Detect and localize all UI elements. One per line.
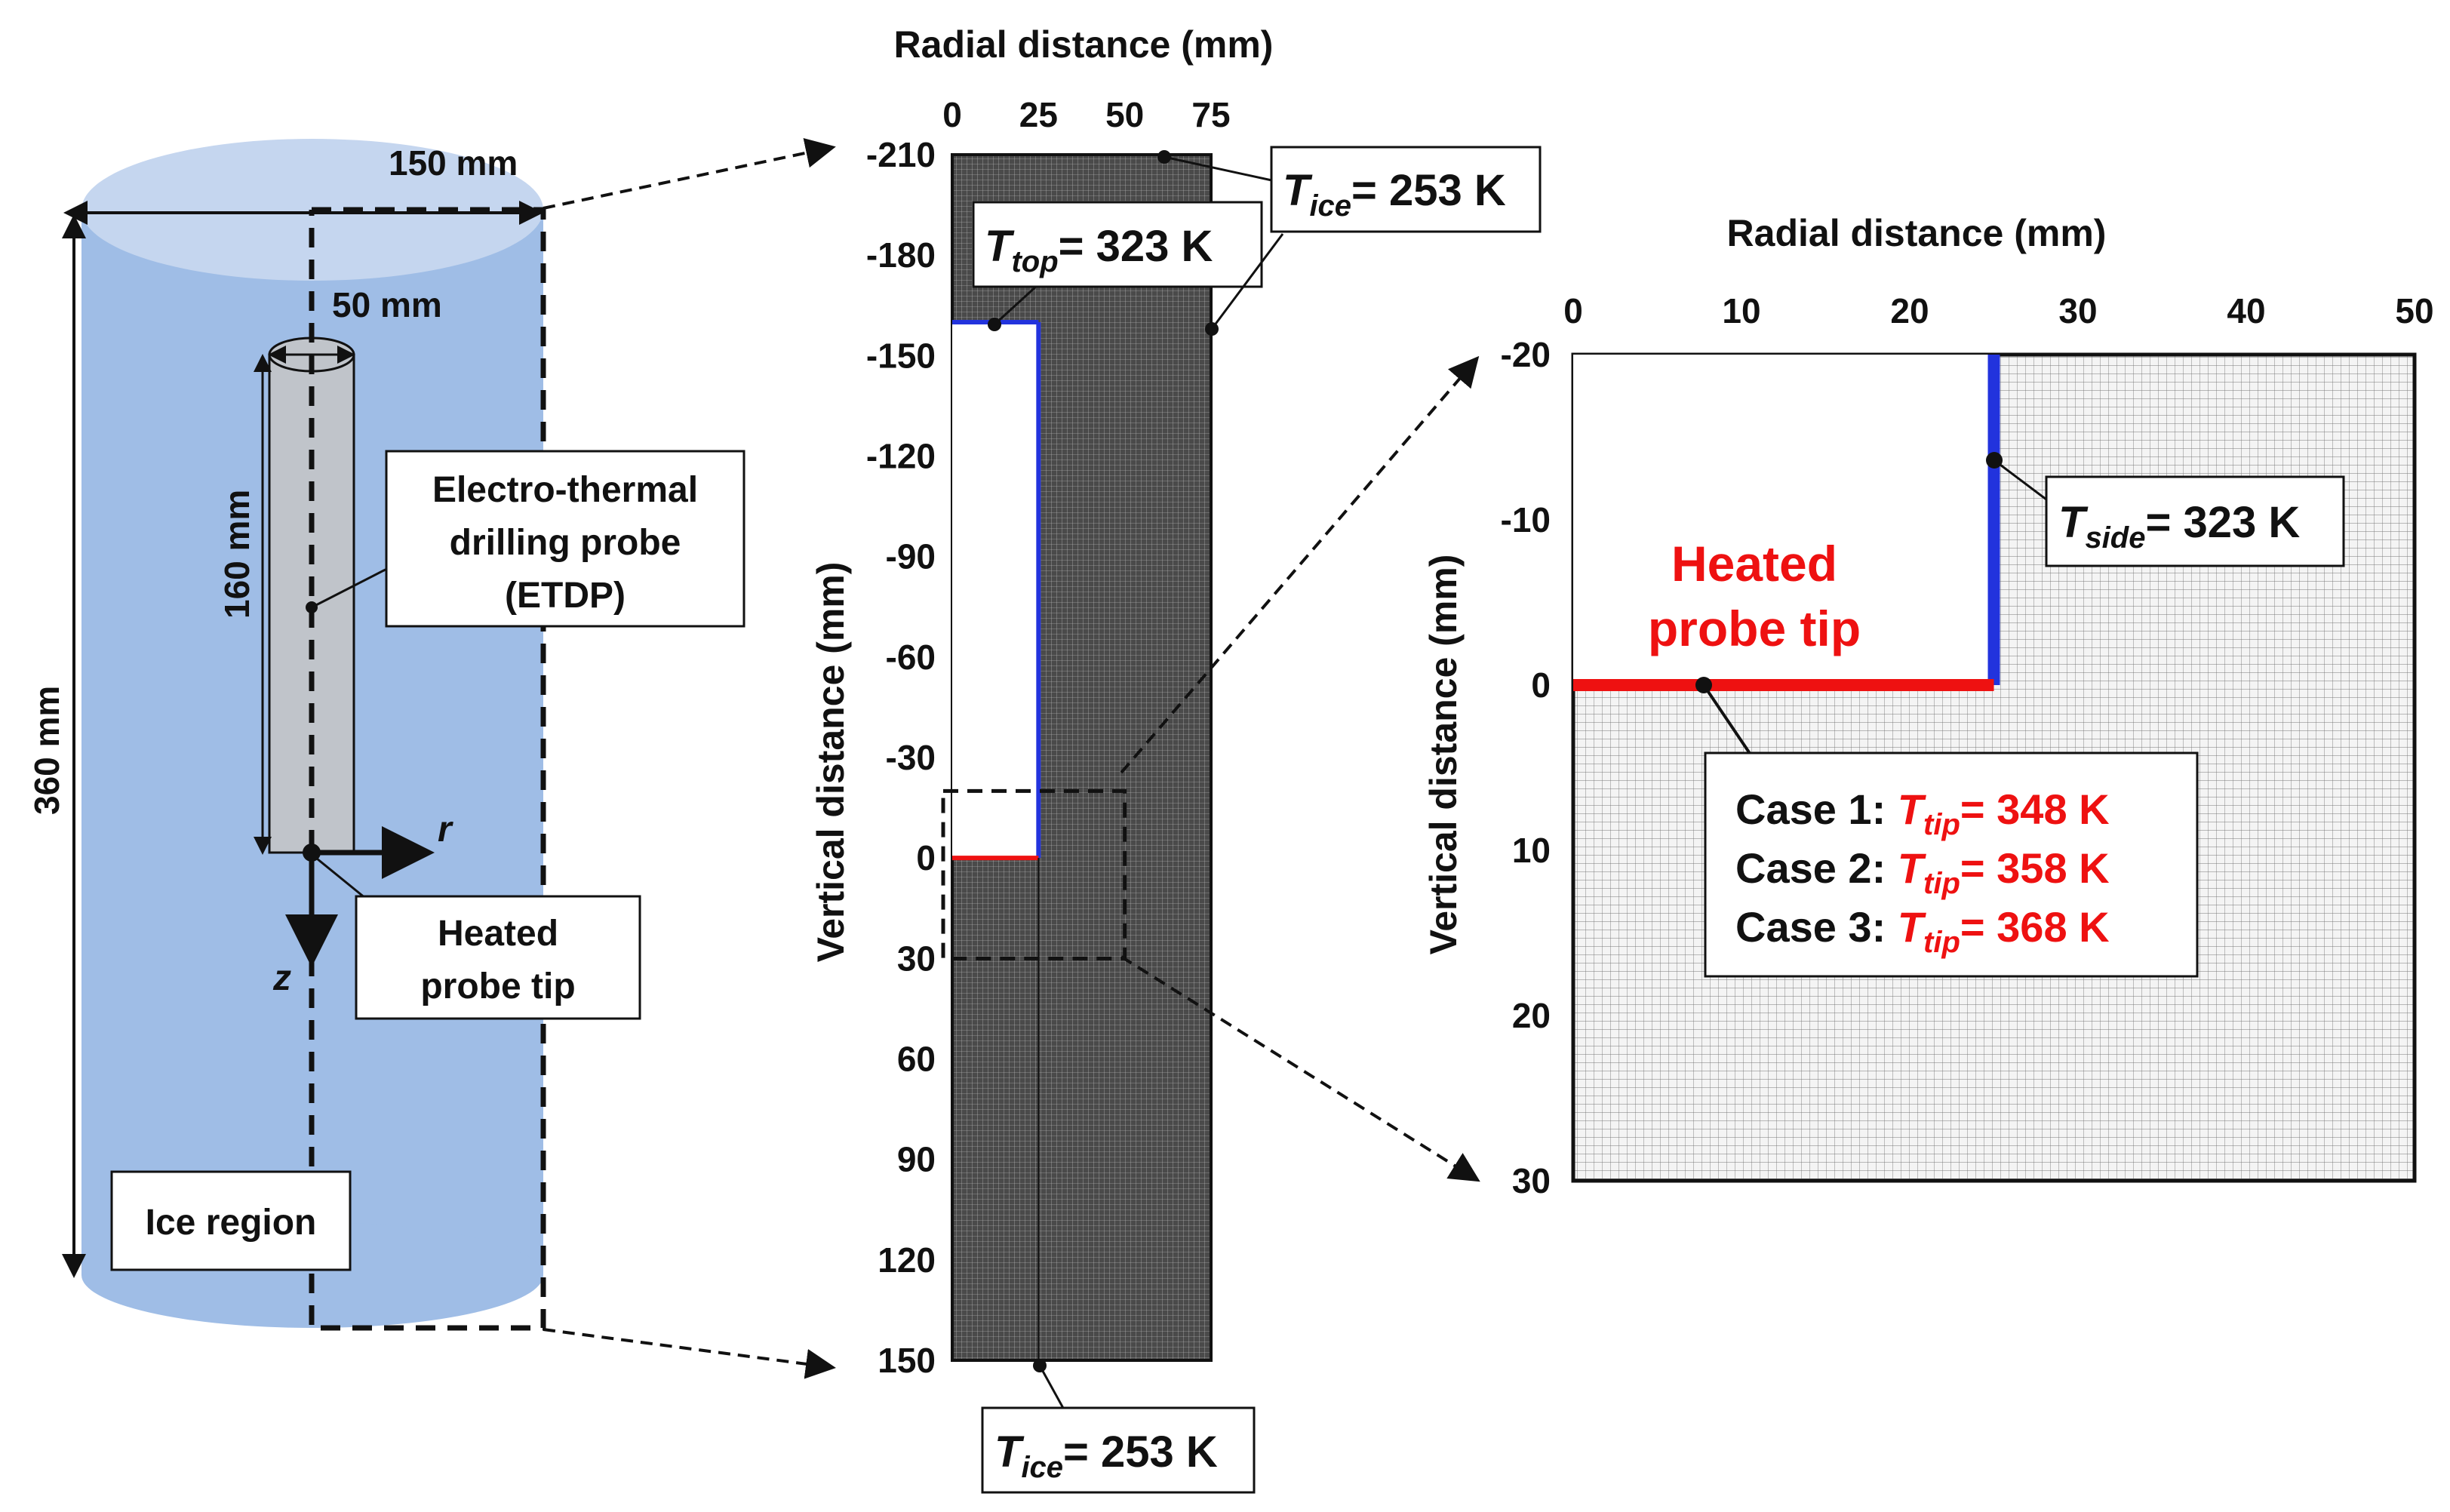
rt-y-tick-label: 30 [1512,1161,1551,1200]
left-panel-sketch: 150 mm 50 mm 160 mm 360 mm Electro-therm… [27,139,745,1331]
tip-label-box [355,895,641,1020]
tip-leader [316,857,370,903]
etdp-label-box [385,450,745,628]
mid-zoom-region [941,788,1127,960]
mid-x-tick-label: 50 [1105,95,1144,134]
rt-x-tick-label: 50 [2395,291,2433,330]
probe-length-label: 160 mm [217,490,257,619]
mid-probe-void [952,321,1039,859]
mid-tice-side-dot-right [1205,322,1219,336]
rt-x-tick-label: 20 [1890,291,1929,330]
rt-y-tick-label: -20 [1501,335,1551,374]
r-axis-label: r [438,810,453,850]
rt-x-axis-title: Radial distance (mm) [1727,212,2107,254]
tip-label-line-2: probe tip [420,967,575,1006]
rt-x-ticks: 0 10 20 30 40 50 [1563,291,2433,330]
rt-y-axis-title: Vertical distance (mm) [1422,555,1465,955]
rt-cases-dot [1695,677,1712,693]
rt-x-tick-label: 0 [1563,291,1583,330]
mid-y-tick-label: 120 [878,1240,936,1280]
rt-cases-box [1704,751,2199,978]
mid-tice-bottom-dot [1033,1359,1047,1372]
etdp-leader-dot [306,601,318,613]
rt-tside-text: Tside= 323 K [2058,498,2300,555]
mid-y-tick-label: -60 [886,638,936,677]
mid-y-tick-label: 150 [878,1341,936,1380]
mid-tice-bottom-text: Tice= 253 K [994,1427,1218,1484]
rt-case-row: Case 2: Ttip= 358 K [1735,844,2110,900]
mid-y-tick-label: -120 [866,437,936,476]
rt-probe-void [1573,355,1994,685]
mid-y-tick-label: 0 [916,838,936,877]
rt-y-tick-label: 0 [1531,665,1551,705]
rt-y-tick-label: 10 [1512,831,1551,870]
tip-label-line-1: Heated [438,914,558,954]
width-label: 150 mm [389,143,518,183]
rt-y-tick-label: 20 [1512,996,1551,1035]
connector-bottom-middle-to-right [1120,955,1480,1182]
rt-case-row: Case 3: Ttip= 368 K [1735,903,2110,959]
right-panel-zoom: 0 10 20 30 40 50 -20 -10 0 10 20 30 Radial distanc… [1422,212,2434,1200]
mid-tice-bottom-leader [1038,1365,1065,1410]
mid-y-tick-label: 60 [897,1040,936,1079]
mid-ttop-leader [993,284,1039,326]
rt-y-ticks: -20 -10 0 10 20 30 [1501,335,1551,1200]
connector-bottom-left-to-middle [543,1328,836,1379]
mid-x-ticks: 0 25 50 75 [942,95,1230,134]
rt-y-tick-label: -10 [1501,500,1551,539]
mid-y-tick-label: -30 [886,738,936,777]
etdp-label-line-3: (ETDP) [505,576,626,616]
rt-x-tick-label: 40 [2227,291,2265,330]
rt-heated-label-line-2: probe tip [1648,601,1861,656]
mid-y-tick-label: -150 [866,336,936,375]
z-axis-label: z [272,958,291,998]
ice-region-box [110,1170,352,1271]
mid-y-ticks: -210 -180 -150 -120 -90 -60 -30 0 30 60 90 120 150 [866,135,936,1380]
mid-ttop-dot [988,318,1001,331]
mid-x-tick-label: 75 [1191,95,1230,134]
etdp-label-line-2: drilling probe [450,523,681,563]
rt-x-tick-label: 30 [2058,291,2097,330]
mid-tice-side-leader-right [1210,233,1284,330]
mid-x-tick-label: 0 [942,95,962,134]
rt-cases-leader [1702,684,1752,756]
mid-x-axis-title: Radial distance (mm) [894,23,1274,66]
mid-ttop-box [972,201,1263,288]
mid-x-tick-label: 25 [1019,95,1058,134]
connector-top-left-to-middle [543,138,836,210]
domain-height-label: 360 mm [27,686,66,815]
mid-y-axis-title: Vertical distance (mm) [810,562,852,963]
mid-y-tick-label: 90 [897,1140,936,1179]
rt-case-row: Case 1: Ttip= 348 K [1735,785,2110,841]
middle-panel-mesh: 0 25 50 75 -210 -180 -150 -120 -90 -60 -30 0 30 60 90… [810,23,1542,1494]
mid-y-tick-label: 30 [897,939,936,978]
connector-top-middle-to-right [1120,355,1480,774]
etdp-label-line-1: Electro-thermal [432,470,698,510]
mid-tice-side-box [1270,146,1542,233]
probe-diameter-label: 50 mm [332,285,442,324]
rt-tside-leader [1994,459,2053,506]
mid-tice-bottom-box [981,1406,1256,1494]
ice-region-label: Ice region [146,1203,317,1243]
rt-tside-dot [1986,452,2003,469]
mid-tice-side-text: Tice= 253 K [1283,166,1506,223]
rt-x-tick-label: 10 [1722,291,1760,330]
mid-tice-side-leader-top [1164,155,1276,183]
rt-heated-label-line-1: Heated [1671,536,1837,592]
mid-tice-side-dot-top [1157,150,1171,164]
mid-y-tick-label: -90 [886,537,936,576]
mid-ttop-text: Ttop= 323 K [985,222,1213,278]
mid-y-tick-label: -210 [866,135,936,174]
mid-y-tick-label: -180 [866,235,936,275]
rt-tside-box [2045,475,2345,567]
simulation-domain-outline [309,207,546,1331]
